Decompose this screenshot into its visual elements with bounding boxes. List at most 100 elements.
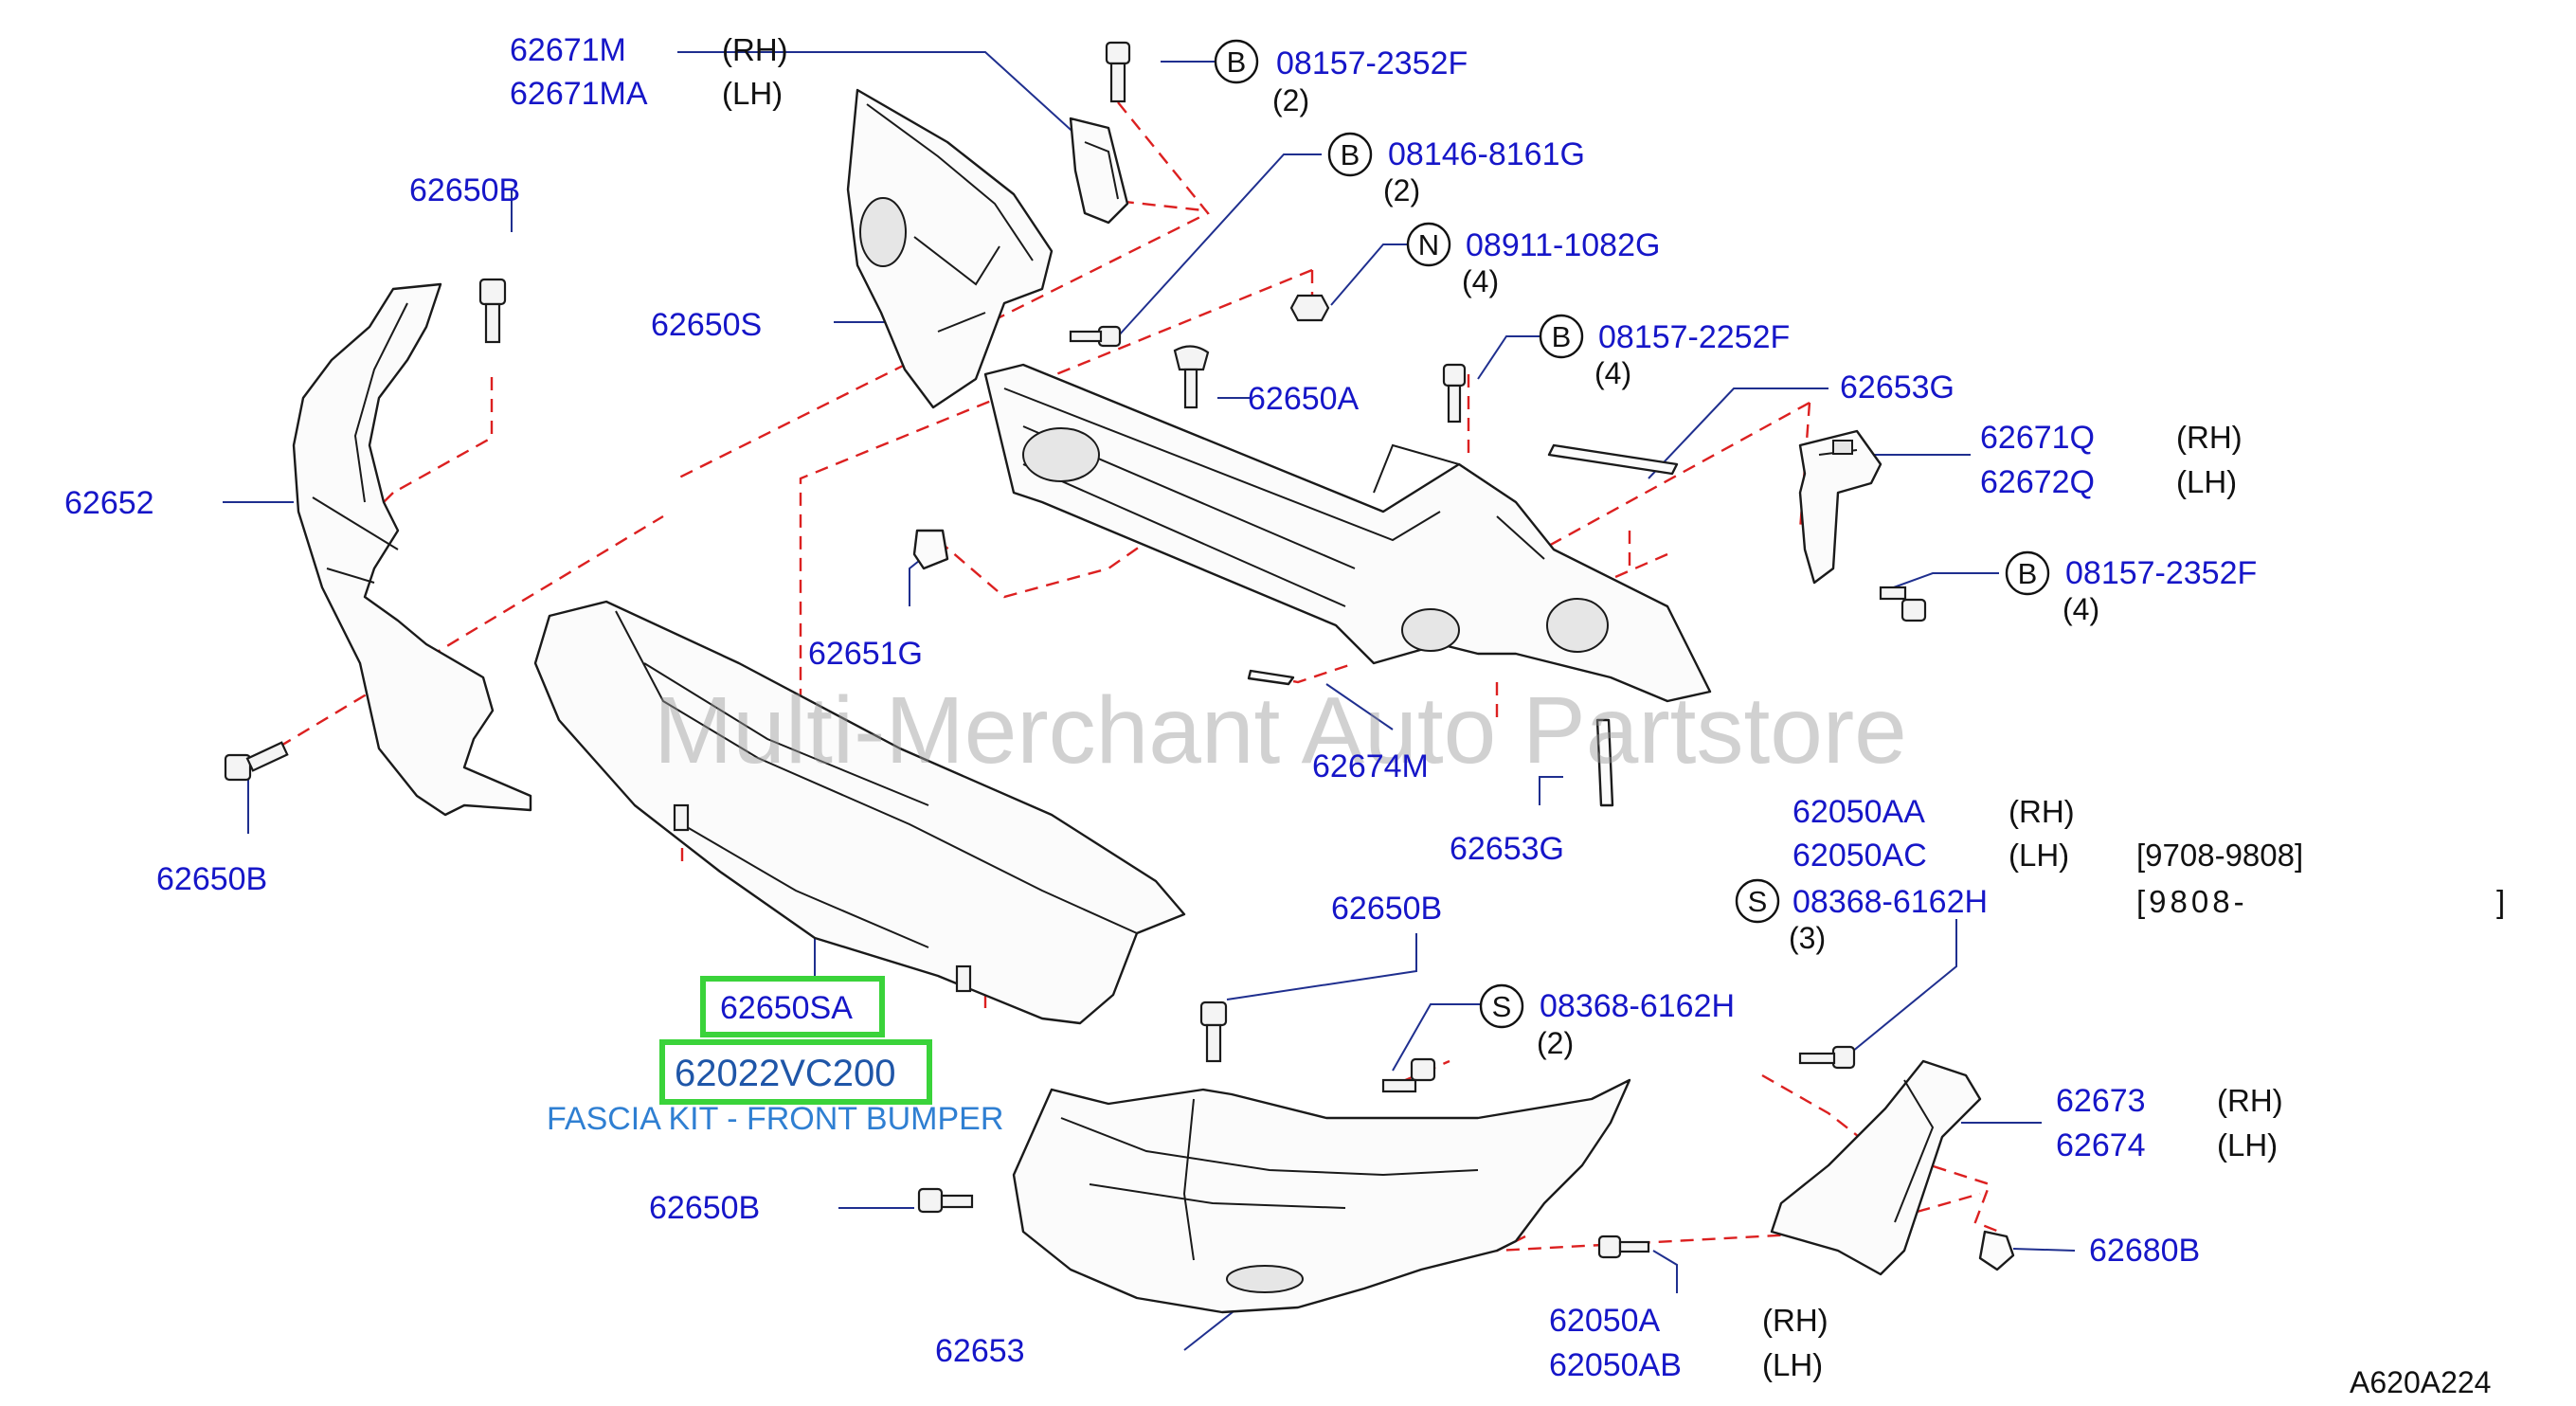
bolt-08157-2252F [1442, 363, 1467, 424]
qty-label-s2: (2) [1537, 1026, 1574, 1060]
date-range-08368-6162H: [9808- [2136, 884, 2248, 919]
side-label-62050AB: (LH) [1762, 1347, 1823, 1382]
side-label-62050AA: (RH) [2009, 794, 2075, 829]
nut-08911-1082G [1289, 294, 1330, 322]
callout-circle-b2 [1327, 132, 1373, 177]
qty-label-b1: (2) [1272, 83, 1309, 117]
highlighted-fascia-kit[interactable]: 62650SA 62022VC200 FASCIA KIT - FRONT BU… [547, 976, 1003, 1137]
qty-label-b2: (2) [1383, 173, 1420, 207]
strip-62653G-bottom [1595, 718, 1614, 807]
bolt-62650B-top [478, 278, 507, 344]
part-label-08368-6162H-mid[interactable]: 08368-6162H [1540, 988, 1735, 1024]
diagram-reference: A620A224 [2350, 1365, 2491, 1399]
bolt-62650B-mid [1199, 1000, 1228, 1063]
part-label-62650B-top[interactable]: 62650B [409, 172, 520, 208]
part-label-62050AB[interactable]: 62050AB [1549, 1347, 1682, 1383]
qty-label-b3: (4) [1594, 356, 1631, 390]
part-label-62674[interactable]: 62674 [2056, 1127, 2146, 1163]
highlight-box-62650SA [700, 976, 885, 1037]
part-label-62653G-bottom[interactable]: 62653G [1450, 831, 1564, 867]
bolt-08157-2352F-top [1105, 41, 1131, 103]
part-label-62050A[interactable]: 62050A [1549, 1303, 1661, 1339]
bolt-08146-8161G [1069, 325, 1122, 348]
part-label-62651G[interactable]: 62651G [808, 636, 923, 672]
highlight-box-62022VC200 [659, 1039, 932, 1105]
side-label-62673: (RH) [2217, 1083, 2283, 1118]
part-label-62650B-mid[interactable]: 62650B [1331, 891, 1442, 927]
part-label-62022VC200[interactable]: 62022VC200 [675, 1053, 896, 1094]
fascia-side-62652 [292, 282, 532, 817]
assembly-guide-lines [260, 101, 2000, 1253]
bolt-08368-6162H-right [1798, 1045, 1856, 1070]
part-label-62650B-low[interactable]: 62650B [649, 1190, 760, 1226]
part-label-62650B-left[interactable]: 62650B [156, 861, 267, 897]
part-label-08146-8161G[interactable]: 08146-8161G [1388, 136, 1585, 172]
clip-62680B [1978, 1230, 2015, 1271]
part-label-08368-6162H-right[interactable]: 08368-6162H [1792, 884, 1988, 920]
qty-label-b4: (4) [2063, 592, 2099, 626]
strip-62653G-top [1547, 443, 1679, 476]
side-bracket-62671Q [1798, 429, 1882, 585]
callout-letter-b2: B [1341, 138, 1360, 171]
callout-circle-s1 [1735, 878, 1780, 924]
fascia-62650SA [533, 600, 1186, 1025]
part-label-62653[interactable]: 62653 [935, 1333, 1025, 1369]
bolt-08157-2352F-right [1879, 586, 1927, 622]
part-label-62672Q[interactable]: 62672Q [1980, 464, 2095, 500]
qty-label-n1: (4) [1462, 264, 1499, 298]
side-label-62050AC: (LH) [2009, 838, 2069, 873]
bumper-reinforcement-62650S [846, 88, 1054, 409]
side-support-62673 [1770, 1059, 1982, 1276]
callout-letter-s2: S [1492, 990, 1512, 1023]
callout-letter-b3: B [1552, 320, 1572, 353]
part-label-62050AA[interactable]: 62050AA [1792, 794, 1925, 830]
fascia-kit-caption: FASCIA KIT - FRONT BUMPER [547, 1101, 1003, 1137]
part-label-08157-2352F-right[interactable]: 08157-2352F [2065, 555, 2257, 591]
bolt-62650B-low [917, 1187, 974, 1214]
part-label-62674M[interactable]: 62674M [1312, 748, 1429, 784]
part-label-62671Q[interactable]: 62671Q [1980, 420, 2095, 456]
stud-fascia-right [955, 964, 972, 993]
fasteners [224, 41, 1927, 1259]
part-labels: 62671M (RH) 62671MA (LH) 08157-2352F (2)… [64, 32, 2505, 1399]
side-label-62671M: (RH) [722, 32, 788, 67]
stud-fascia-left [673, 803, 690, 832]
lower-cover-62653 [1012, 1078, 1631, 1314]
callout-circle-b4 [2005, 550, 2050, 596]
part-label-62671M[interactable]: 62671M [510, 32, 626, 68]
bolt-62050A [1597, 1235, 1650, 1259]
part-label-62650SA[interactable]: 62650SA [720, 990, 853, 1026]
part-label-62653G-top[interactable]: 62653G [1840, 370, 1955, 406]
side-label-62672Q: (LH) [2176, 464, 2237, 499]
callout-circle-b3 [1539, 314, 1584, 359]
date-range-close: ] [2496, 884, 2505, 919]
bolt-62650B-left [224, 741, 289, 782]
bumper-armature [983, 363, 1712, 703]
callout-circle-n1 [1406, 222, 1451, 267]
callout-circle-s2 [1479, 983, 1524, 1029]
strip-62674M [1247, 669, 1295, 686]
clip-62651G [912, 529, 949, 570]
part-label-08157-2252F[interactable]: 08157-2252F [1598, 319, 1790, 355]
part-label-08911-1082G[interactable]: 08911-1082G [1466, 227, 1660, 263]
part-label-62652[interactable]: 62652 [64, 485, 154, 521]
date-range-62050AC: [9708-9808] [2136, 838, 2303, 873]
callout-letter-b4: B [2018, 557, 2038, 590]
part-label-62650S[interactable]: 62650S [651, 307, 762, 343]
side-label-62671MA: (LH) [722, 76, 783, 111]
part-label-62650A[interactable]: 62650A [1248, 381, 1360, 417]
callout-letter-s1: S [1748, 885, 1768, 918]
callout-letter-n1: N [1418, 228, 1439, 261]
part-label-62680B[interactable]: 62680B [2089, 1233, 2200, 1269]
callout-markers: B B N B B S S [1214, 39, 2050, 1029]
callout-letter-b1: B [1227, 45, 1247, 79]
callout-circle-b1 [1214, 39, 1259, 84]
part-label-62050AC[interactable]: 62050AC [1792, 838, 1927, 874]
part-label-62671MA[interactable]: 62671MA [510, 76, 648, 112]
part-label-62673[interactable]: 62673 [2056, 1083, 2146, 1119]
part-label-08157-2352F-top[interactable]: 08157-2352F [1276, 45, 1468, 81]
side-bracket-62671M [1069, 117, 1129, 225]
watermark-text: Multi-Merchant Auto Partstore [654, 677, 1907, 784]
